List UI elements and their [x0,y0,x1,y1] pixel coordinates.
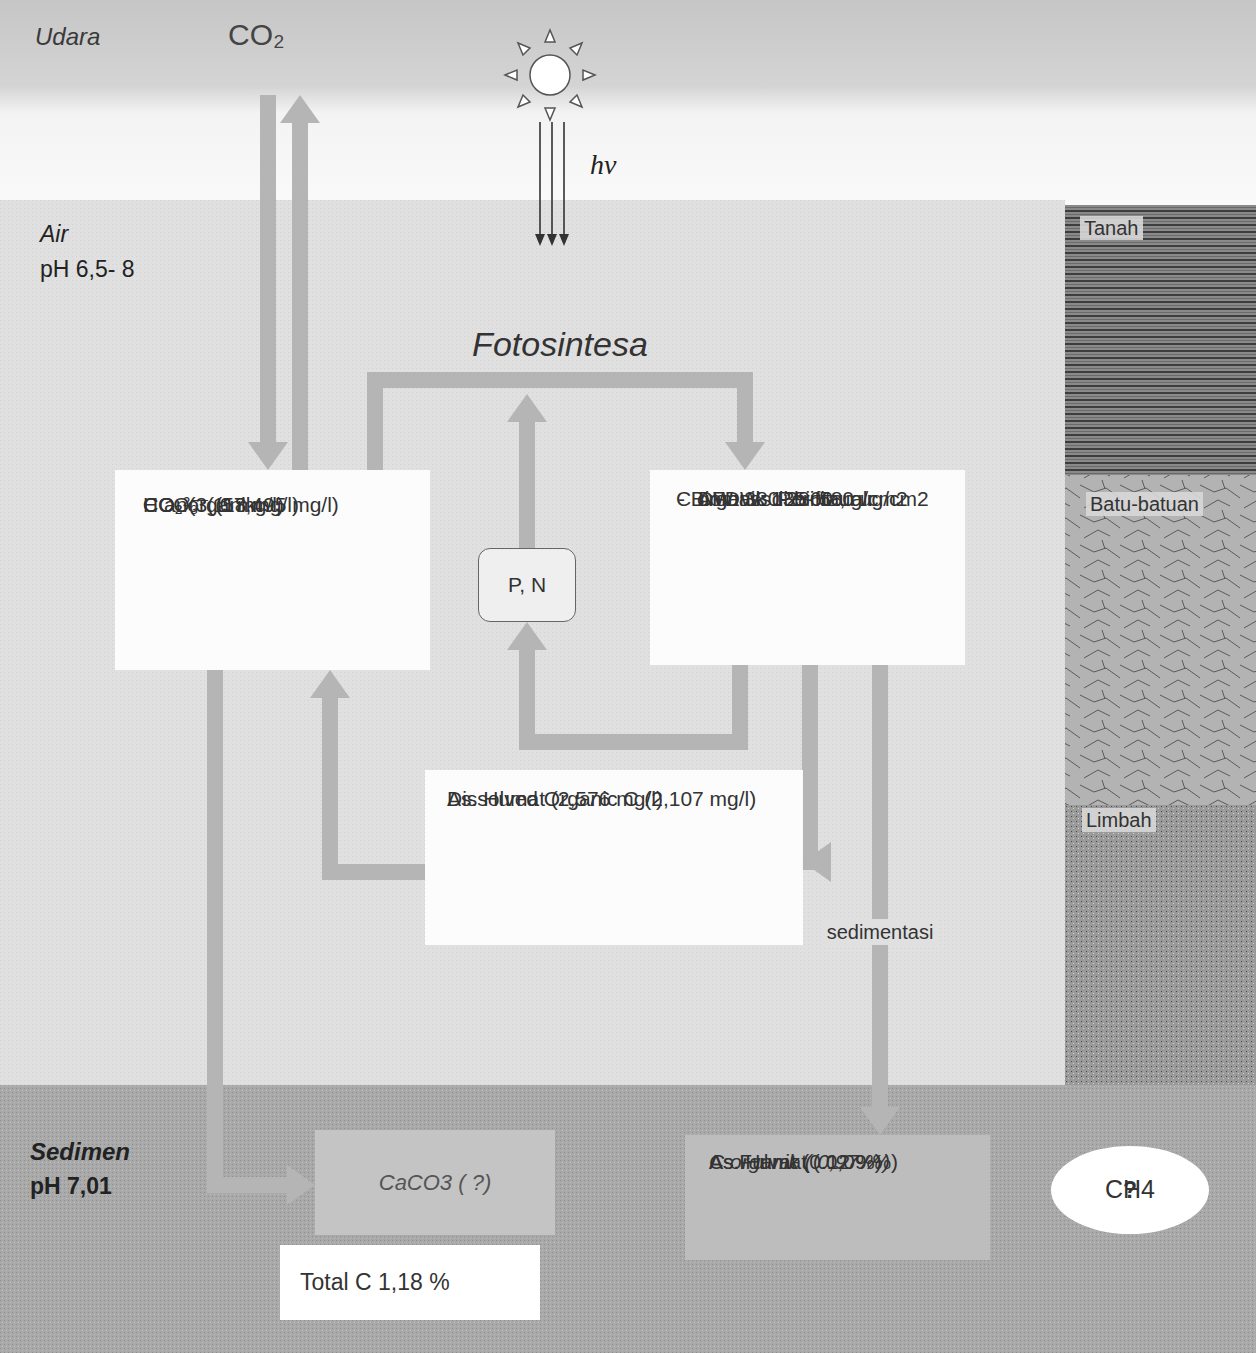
flow-arrow [248,95,288,470]
arrow-shaft [375,380,745,470]
sediment-band [0,1085,1256,1353]
organic-biota-box: C organik di biota, al:- Biomass Perifit… [650,470,965,665]
rock-label: Batu-batuan [1086,492,1203,516]
flow-arrow [280,95,320,470]
rock-texture [1065,475,1256,805]
node-text: pH 6,5- 8 [40,255,135,284]
node-text: P, N [508,572,546,598]
node-text: ? [1123,1176,1137,1205]
node-text: CaCO3 ( ?) [379,1169,491,1197]
arrow-head [310,670,350,698]
node-text: CO₃²⁻ ( 0 mg/l) [143,492,284,518]
inorganic-carbon-box: C anorganik:CO₂ (3,118 mg/l)HCO₃⁻ (57,49… [115,470,430,670]
methane-ellipse: CH4? [1050,1145,1210,1235]
node-text: Sedimen [30,1137,130,1167]
arrow-head [507,622,547,650]
arrow-shaft [810,665,831,862]
arrow-head [280,95,320,123]
total-carbon-box: Total C 1,18 % [280,1245,540,1320]
photon-label: hv [590,148,616,182]
node-text: AFDW: 135- 580 ug/cm2 [676,486,929,512]
flow-arrow [803,665,831,882]
flow-arrow [375,380,765,470]
arrow-head [248,442,288,470]
waste-texture [1065,805,1256,1085]
flow-arrow [215,670,315,1205]
light-rays [535,122,569,246]
arrow-shaft [260,95,276,442]
arrow-head [803,842,831,882]
node-text: Air [40,220,68,249]
edge-label: sedimentasi [822,919,939,945]
node-text: Total C 1,18 % [300,1268,450,1297]
dissolved-organic-box: Dissolved Organic C (2,107 mg/l)As. Huma… [425,770,803,945]
ellipse-shape [1051,1146,1209,1234]
node-text: pH 7,01 [30,1172,112,1201]
arrow-head [287,1165,315,1205]
arrow-head [860,1107,900,1135]
node-text: CO₂ [228,16,285,54]
arrow-shaft [872,665,888,1107]
air-band: Udara CO₂ [0,0,1256,95]
nutrient-arrow [507,394,547,548]
sediment-band: CaCO3 ( ?) Total C 1,18 % C organik ( 0,97… [0,1085,1256,1353]
flow-arrow [860,665,900,1135]
sediment-organic-box: C organik ( 0,97 %)As. Humat ( 0,09 %)As… [685,1135,990,1260]
water-region [0,200,1065,1085]
sun-symbol [505,30,595,120]
nutrient-box: P, N [478,548,576,622]
arrow-shaft [292,123,308,470]
node-text: Udara [35,22,100,52]
edge-label: Fotosintesa [472,324,648,365]
node-text: As. Humat (2,576 mg/l) [447,786,617,812]
air-band [0,0,1256,205]
flow-arrow [310,670,425,872]
arrow-shaft [330,698,425,872]
carbonate-box: CaCO3 ( ?) [315,1130,555,1235]
waste-label: Limbah [1082,808,1156,832]
arrow-shaft [215,670,287,1185]
node-text: As.Fulvat (0.12 %) [709,1149,882,1175]
soil-texture [1065,205,1256,475]
arrow-head [725,442,765,470]
soil-label: Tanah [1080,216,1143,240]
